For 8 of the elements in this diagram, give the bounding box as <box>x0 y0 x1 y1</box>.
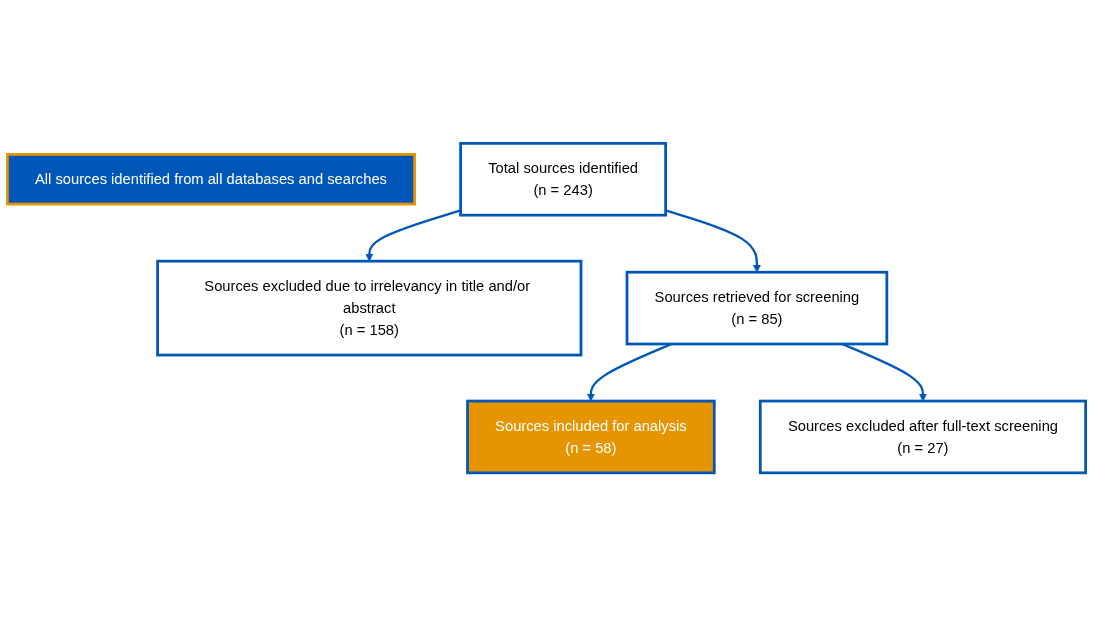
arrow <box>365 209 461 262</box>
node-box: Total sources identified (n = 243) <box>459 142 667 217</box>
node-box: Sources excluded after full-text screening (n = 27) <box>758 400 1087 475</box>
node-box: Sources included for analysis (n = 58) <box>466 400 716 475</box>
node-box: All sources identified from all databases and searches <box>6 153 416 206</box>
node-box: Sources retrieved for screening (n = 85) <box>625 271 889 346</box>
node-box: Sources excluded due to irrelevancy in title and/or abstract (n = 158) <box>156 260 583 357</box>
arrow <box>665 209 761 273</box>
